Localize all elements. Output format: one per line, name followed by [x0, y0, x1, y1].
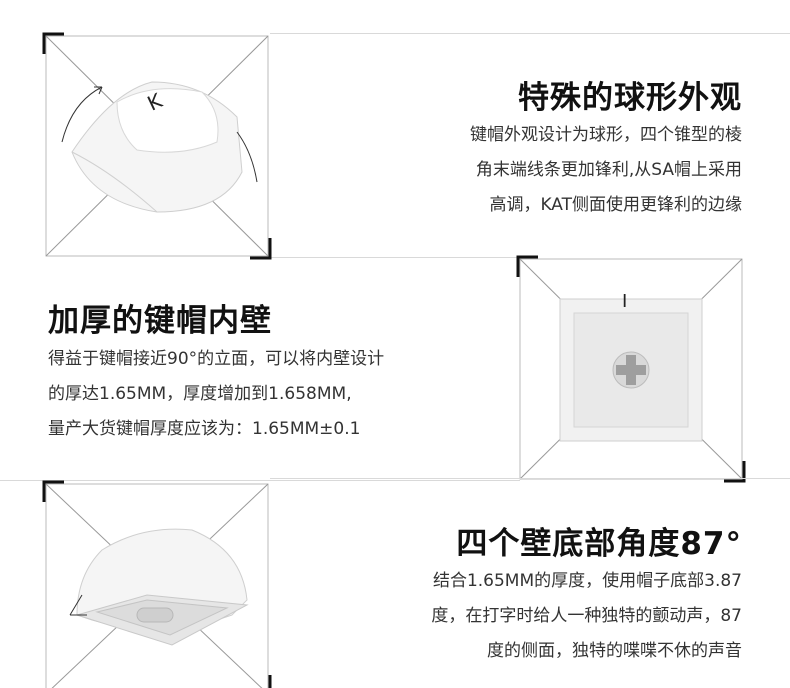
divider-line [270, 33, 790, 34]
description-line: 量产大货键帽厚度应该为：1.65MM±0.1 [48, 419, 361, 439]
keycap-bottom-frame [42, 480, 272, 688]
description-line: 度，在打字时给人一种独特的颤动声，87 [431, 606, 742, 626]
section-thick-inner-wall: I 加厚的键帽内壁 得益于键帽接近90°的立面，可以将内壁设计 的厚达1.65M… [0, 255, 790, 485]
keycap-legend-i: I [622, 291, 628, 312]
description-line: 度的侧面，独特的喋喋不休的声音 [487, 641, 742, 661]
divider-line [270, 257, 520, 258]
description-line: 键帽外观设计为球形，四个锥型的棱 [470, 125, 742, 145]
section-spherical-appearance: K 特殊的球形外观 键帽外观设计为球形，四个锥型的棱 角末端线条更加锋利,从SA… [0, 0, 790, 260]
section-title: 加厚的键帽内壁 [48, 303, 272, 339]
description-line: 得益于键帽接近90°的立面，可以将内壁设计 [48, 349, 385, 369]
section-description: 键帽外观设计为球形，四个锥型的棱 角末端线条更加锋利,从SA帽上采用 高调，KA… [470, 118, 742, 223]
divider-line [270, 478, 790, 479]
divider-line [0, 480, 520, 481]
keycap-inner-frame: I [516, 255, 746, 483]
description-line: 角末端线条更加锋利,从SA帽上采用 [475, 160, 742, 180]
section-description: 得益于键帽接近90°的立面，可以将内壁设计 的厚达1.65MM，厚度增加到1.6… [48, 342, 384, 447]
section-wall-angle: 四个壁底部角度87° 结合1.65MM的厚度，使用帽子底部3.87 度，在打字时… [0, 478, 790, 688]
section-title: 特殊的球形外观 [518, 80, 742, 116]
description-line: 的厚达1.65MM，厚度增加到1.658MM, [48, 384, 352, 404]
section-description: 结合1.65MM的厚度，使用帽子底部3.87 度，在打字时给人一种独特的颤动声，… [431, 564, 742, 669]
description-line: 结合1.65MM的厚度，使用帽子底部3.87 [432, 571, 742, 591]
section-title: 四个壁底部角度87° [456, 526, 742, 562]
description-line: 高调，KAT侧面使用更锋利的边缘 [489, 195, 742, 215]
keycap-top-frame: K [42, 32, 272, 260]
